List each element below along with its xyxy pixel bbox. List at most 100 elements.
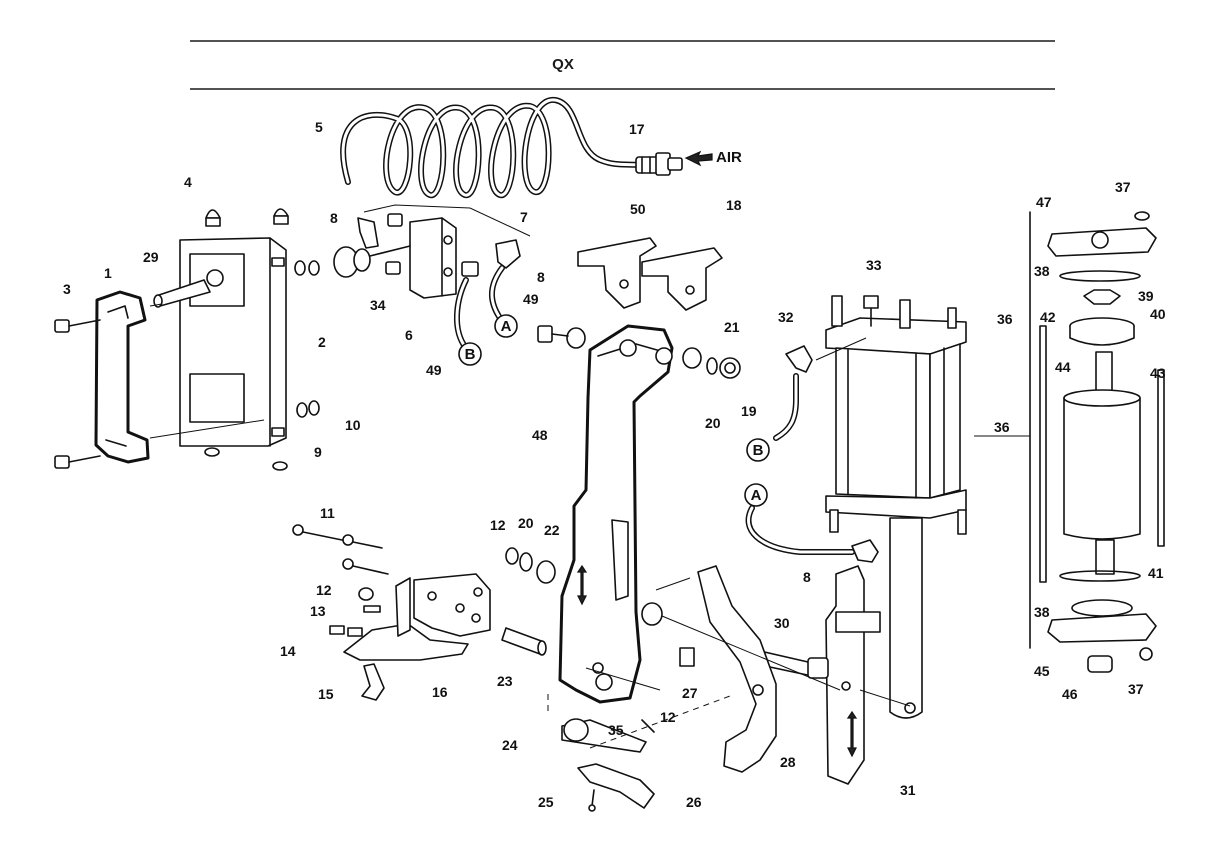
label-4: 4 — [184, 174, 192, 190]
clip-37-bottom — [1139, 647, 1153, 661]
bracket-right — [641, 247, 723, 311]
bushing-lever-mid — [641, 602, 663, 626]
page-title: QX — [552, 56, 574, 73]
small-fitting-34 — [385, 213, 403, 275]
label-14: 14 — [280, 643, 296, 659]
label-12-left: 12 — [316, 582, 332, 598]
pedal-plate — [825, 565, 881, 785]
handle-screw-top — [54, 319, 101, 333]
leader-lines — [149, 303, 911, 707]
label-16: 16 — [432, 684, 448, 700]
svg-text:A: A — [751, 487, 762, 504]
shaft-23 — [501, 627, 547, 656]
screws-11 — [292, 524, 389, 575]
label-26: 26 — [686, 794, 702, 810]
label-11: 11 — [320, 505, 335, 521]
label-15: 15 — [318, 686, 334, 702]
valve-knob — [333, 245, 411, 278]
label-2: 2 — [318, 334, 326, 350]
label-19: 19 — [741, 403, 757, 419]
label-27: 27 — [682, 685, 698, 701]
connector-a-marker: A — [494, 314, 518, 338]
label-28: 28 — [780, 754, 796, 770]
rod-42 — [1039, 325, 1047, 583]
label-3: 3 — [63, 281, 71, 297]
label-6: 6 — [405, 327, 413, 343]
washers-9-10 — [296, 400, 320, 418]
label-48: 48 — [532, 427, 548, 443]
piston-40 — [1069, 317, 1135, 346]
svg-text:B: B — [753, 442, 764, 459]
svg-text:B: B — [465, 346, 476, 363]
label-32: 32 — [778, 309, 794, 325]
header-band: QX — [190, 40, 1055, 90]
air-label: AIR — [716, 149, 742, 166]
oring-38-bottom — [1059, 570, 1141, 582]
cylinder-top-bolt-33 — [863, 295, 879, 327]
foot-washer-left — [204, 447, 220, 457]
label-34: 34 — [370, 297, 386, 313]
label-12-mid: 12 — [490, 517, 506, 533]
pin-35 — [641, 719, 655, 733]
part-labels: 1 2 3 4 5 6 7 8 8 8 9 10 11 12 12 12 13 … — [63, 119, 1166, 810]
air-cylinder — [825, 295, 967, 719]
control-box-cover — [179, 237, 287, 447]
washer-12-left — [358, 587, 374, 601]
rod-30 — [755, 649, 829, 679]
label-49-left: 49 — [426, 362, 442, 378]
label-36-side: 36 — [994, 419, 1010, 435]
cap-nut-right — [273, 208, 289, 225]
label-18: 18 — [726, 197, 742, 213]
label-22: 22 — [544, 522, 560, 538]
foot-washer-right — [272, 461, 288, 471]
coiled-air-hose — [340, 97, 643, 198]
label-20-right: 20 — [705, 415, 721, 431]
main-lever — [558, 324, 674, 704]
bracket-7-line — [363, 204, 531, 237]
label-46: 46 — [1062, 686, 1078, 702]
label-40: 40 — [1150, 306, 1166, 322]
label-35: 35 — [608, 722, 624, 738]
control-knob — [153, 279, 211, 308]
elbow-fitting-32 — [785, 345, 813, 373]
label-21: 21 — [724, 319, 740, 335]
label-7: 7 — [520, 209, 528, 225]
label-8-lower: 8 — [803, 569, 811, 585]
label-37-top: 37 — [1115, 179, 1131, 195]
connector-a-cylinder: A — [744, 483, 768, 507]
bottom-cap-45 — [1047, 599, 1157, 643]
label-39: 39 — [1138, 288, 1154, 304]
label-13: 13 — [310, 603, 326, 619]
label-25: 25 — [538, 794, 554, 810]
valve-body — [409, 217, 457, 299]
label-42: 42 — [1040, 309, 1056, 325]
air-arrow-icon — [684, 150, 713, 167]
label-8-right: 8 — [537, 269, 545, 285]
screw-25 — [588, 789, 596, 812]
svg-text:A: A — [501, 318, 512, 335]
nut-39 — [1083, 289, 1121, 305]
label-36-top: 36 — [997, 311, 1013, 327]
label-29: 29 — [143, 249, 159, 265]
label-38-bottom: 38 — [1034, 604, 1050, 620]
label-49-right: 49 — [523, 291, 539, 307]
label-50: 50 — [630, 201, 646, 217]
dash-guide-2 — [589, 695, 731, 749]
label-1: 1 — [104, 265, 112, 281]
connector-b-cylinder: B — [746, 438, 770, 462]
clip-37-top — [1134, 211, 1150, 221]
label-10: 10 — [345, 417, 361, 433]
washers-12-20-22 — [505, 547, 556, 584]
roller-24 — [561, 718, 647, 753]
elbow-fitting-8-lower — [851, 539, 879, 563]
bushing-21 — [682, 347, 702, 369]
label-12-lower: 12 — [660, 709, 676, 725]
latch-26 — [577, 763, 655, 809]
bracket-left — [577, 237, 657, 309]
connector-b-marker: B — [458, 342, 482, 366]
washers-upper — [294, 260, 320, 276]
top-cap-47 — [1047, 227, 1157, 257]
cam-lever-28 — [679, 565, 777, 773]
oring-38-top — [1059, 270, 1141, 282]
